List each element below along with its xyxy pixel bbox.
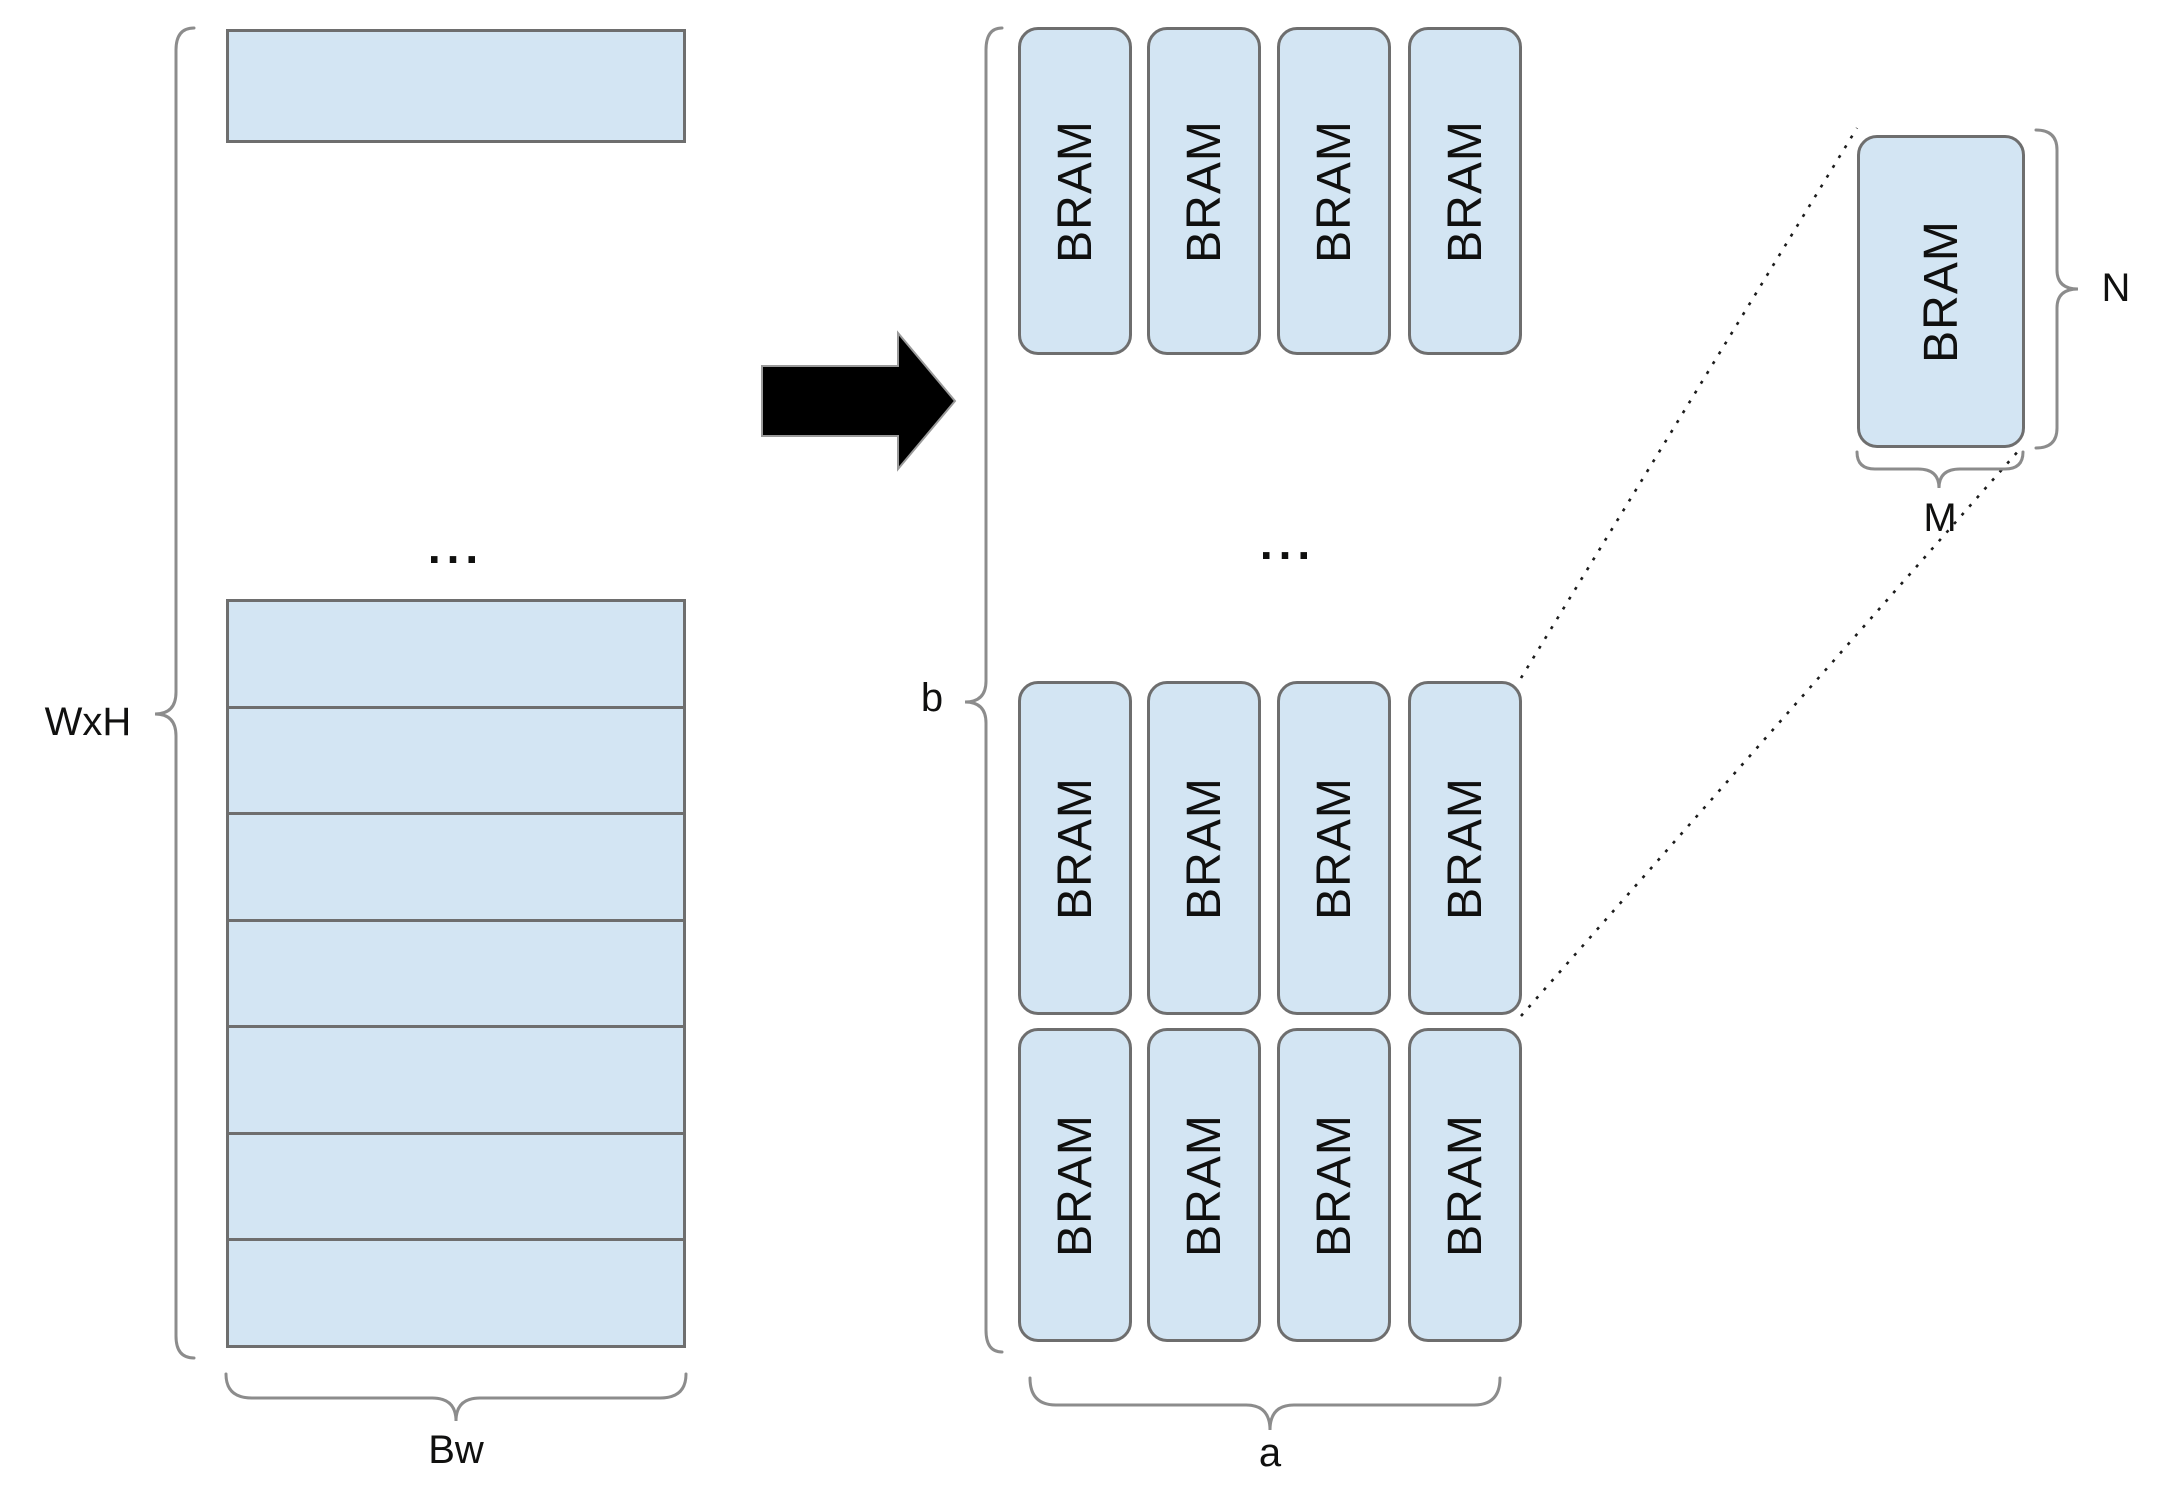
memory-ellipsis: ... xyxy=(427,521,485,573)
memory-row xyxy=(226,1131,686,1242)
bram-block-label: BRAM xyxy=(1307,119,1361,263)
bram-block: BRAM xyxy=(1277,681,1391,1015)
bram-block: BRAM xyxy=(1277,27,1391,355)
bram-detail-width-brace xyxy=(1855,450,2025,489)
memory-row xyxy=(226,812,686,922)
bram-block: BRAM xyxy=(1147,1028,1261,1342)
bram-block-label: BRAM xyxy=(1048,776,1102,920)
memory-width-brace xyxy=(224,1372,688,1422)
bram-detail-block: BRAM xyxy=(1857,135,2025,448)
memory-dimension-label: WxH xyxy=(44,700,132,744)
bram-block-label: BRAM xyxy=(1177,776,1231,920)
bram-block: BRAM xyxy=(1277,1028,1391,1342)
bram-block: BRAM xyxy=(1018,1028,1132,1342)
bram-grid-ellipsis: ... xyxy=(1259,517,1317,569)
memory-width-label: Bw xyxy=(428,1428,484,1472)
zoom-dotted-line-top xyxy=(1519,127,1859,679)
bram-block-label: BRAM xyxy=(1307,776,1361,920)
bram-block-label: BRAM xyxy=(1048,1113,1102,1257)
bram-rows-label: b xyxy=(920,676,944,720)
bram-block-label: BRAM xyxy=(1177,119,1231,263)
bram-block: BRAM xyxy=(1408,681,1522,1015)
bram-block-label: BRAM xyxy=(1438,1113,1492,1257)
bram-block: BRAM xyxy=(1018,27,1132,355)
bram-detail-width-label: M xyxy=(1923,496,1957,540)
memory-row xyxy=(226,1025,686,1135)
memory-row xyxy=(226,1238,686,1349)
memory-row xyxy=(226,599,686,709)
memory-row xyxy=(226,918,686,1029)
bram-block-label: BRAM xyxy=(1438,119,1492,263)
transform-arrow-icon xyxy=(761,330,957,472)
bram-detail-height-brace xyxy=(2034,128,2079,450)
bram-cols-label: a xyxy=(1258,1431,1282,1475)
bram-block: BRAM xyxy=(1018,681,1132,1015)
bram-block: BRAM xyxy=(1408,27,1522,355)
bram-block: BRAM xyxy=(1408,1028,1522,1342)
memory-top-row-block xyxy=(226,29,686,143)
bram-block-label: BRAM xyxy=(1048,119,1102,263)
bram-block-label: BRAM xyxy=(1307,1113,1361,1257)
bram-rows-brace xyxy=(964,26,1004,1354)
memory-height-brace xyxy=(154,26,196,1360)
bram-detail-height-label: N xyxy=(2101,266,2131,310)
bram-cols-brace xyxy=(1028,1376,1502,1431)
bram-block-label: BRAM xyxy=(1177,1113,1231,1257)
memory-row-stack xyxy=(226,599,686,1349)
bram-block: BRAM xyxy=(1147,681,1261,1015)
bram-block-label: BRAM xyxy=(1438,776,1492,920)
bram-detail-label: BRAM xyxy=(1914,220,1968,363)
memory-row xyxy=(226,705,686,816)
bram-block: BRAM xyxy=(1147,27,1261,355)
